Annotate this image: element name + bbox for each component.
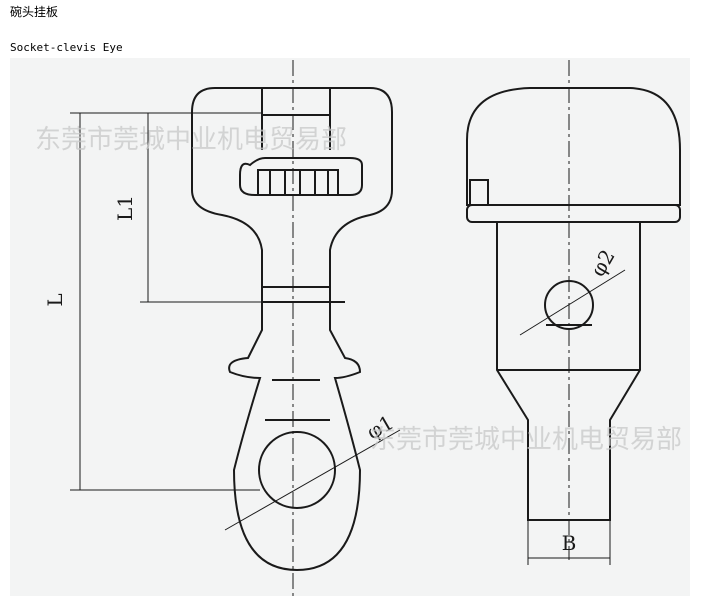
page-title: 碗头挂板 xyxy=(10,5,59,19)
B-label: B xyxy=(562,531,577,555)
watermark-bottom: 东莞市莞城中业机电贸易部 xyxy=(370,425,682,455)
phi1-leader xyxy=(224,429,401,531)
product-subtitle: Socket-clevis Eye xyxy=(10,41,123,54)
watermark-top: 东莞市莞城中业机电贸易部 xyxy=(35,125,347,155)
clevis-pin xyxy=(257,169,339,196)
phi2-leader xyxy=(519,269,626,336)
L-label: L xyxy=(43,293,67,306)
L1-label: L1 xyxy=(113,195,137,221)
phi1-hole xyxy=(258,431,336,509)
socket-outline xyxy=(466,87,681,206)
clevis-head-outline xyxy=(191,87,393,572)
clevis-slot xyxy=(239,157,363,196)
